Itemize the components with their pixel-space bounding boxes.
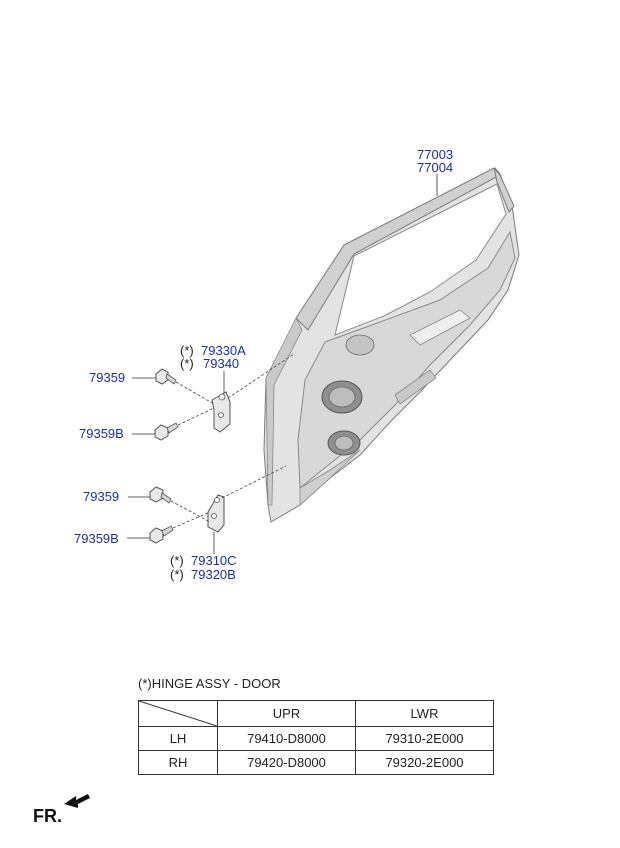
bolt-upper-2	[154, 422, 179, 441]
star-mark: (*)	[180, 356, 194, 371]
row-lwr-part[interactable]: 79310-2E000	[355, 726, 494, 751]
lower-hinge	[207, 494, 225, 533]
front-orientation-label: FR.	[33, 806, 62, 826]
header-lwr: LWR	[355, 700, 494, 727]
header-upr: UPR	[217, 700, 356, 727]
bolt-upper-1	[155, 368, 177, 385]
part-label-79359-lower[interactable]: 79359	[83, 489, 120, 504]
rear-door-panel	[263, 167, 520, 523]
parts-diagram	[127, 167, 520, 554]
part-label-79310c[interactable]: 79310C	[191, 553, 237, 568]
arrow-front-icon	[64, 794, 90, 808]
part-label-77004[interactable]: 77004	[417, 160, 454, 175]
part-label-79359b-upper[interactable]: 79359B	[79, 426, 124, 441]
hinge-part-table: UPR LWR LH 79410-D8000 79310-2E000 RH 79…	[138, 700, 494, 775]
table-row: RH 79420-D8000 79320-2E000	[138, 750, 494, 775]
row-upr-part[interactable]: 79410-D8000	[217, 726, 356, 751]
assembly-lines	[170, 353, 295, 529]
star-mark: (*)	[170, 553, 184, 568]
part-label-79340[interactable]: 79340	[203, 356, 240, 371]
table-row: LH 79410-D8000 79310-2E000	[138, 726, 494, 751]
star-mark: (*)	[180, 343, 194, 358]
upper-hinge	[211, 391, 231, 433]
part-label-77003[interactable]: 77003	[417, 147, 454, 162]
part-label-79320b[interactable]: 79320B	[191, 567, 236, 582]
table-header-row: UPR LWR	[138, 700, 494, 727]
row-lwr-part[interactable]: 79320-2E000	[355, 750, 494, 775]
leader-lines	[127, 174, 438, 554]
row-side: RH	[138, 750, 218, 775]
row-side: LH	[138, 726, 218, 751]
hinge-note: (*)HINGE ASSY - DOOR	[138, 676, 281, 691]
table-corner-cell	[138, 700, 218, 727]
part-label-79359-upper[interactable]: 79359	[89, 370, 126, 385]
star-mark: (*)	[170, 567, 184, 582]
part-label-79330a[interactable]: 79330A	[201, 343, 246, 358]
diagonal-line	[139, 701, 217, 726]
part-label-79359b-lower[interactable]: 79359B	[74, 531, 119, 546]
bolt-lower-1	[149, 486, 172, 504]
row-upr-part[interactable]: 79420-D8000	[217, 750, 356, 775]
bolt-lower-2	[149, 525, 174, 544]
